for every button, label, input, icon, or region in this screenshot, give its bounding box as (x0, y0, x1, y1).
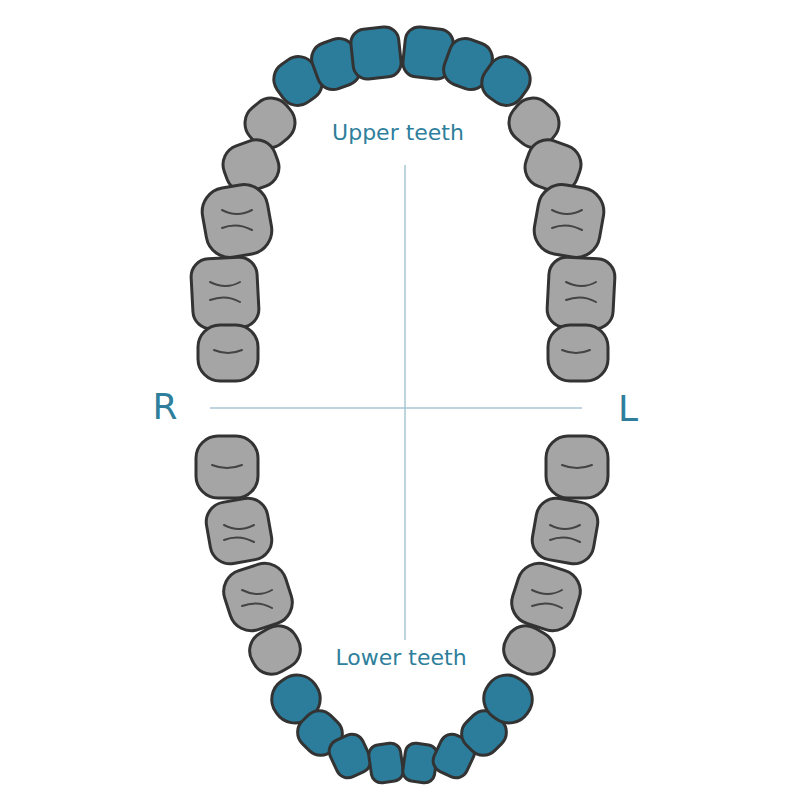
lower-teeth (196, 436, 608, 784)
arch-label: Upper teeth (332, 120, 464, 145)
upper-teeth (190, 26, 616, 381)
tooth-grooves (210, 210, 596, 608)
side-label: R (152, 386, 177, 427)
side-label: L (618, 388, 638, 429)
arch-label: Lower teeth (335, 645, 466, 670)
